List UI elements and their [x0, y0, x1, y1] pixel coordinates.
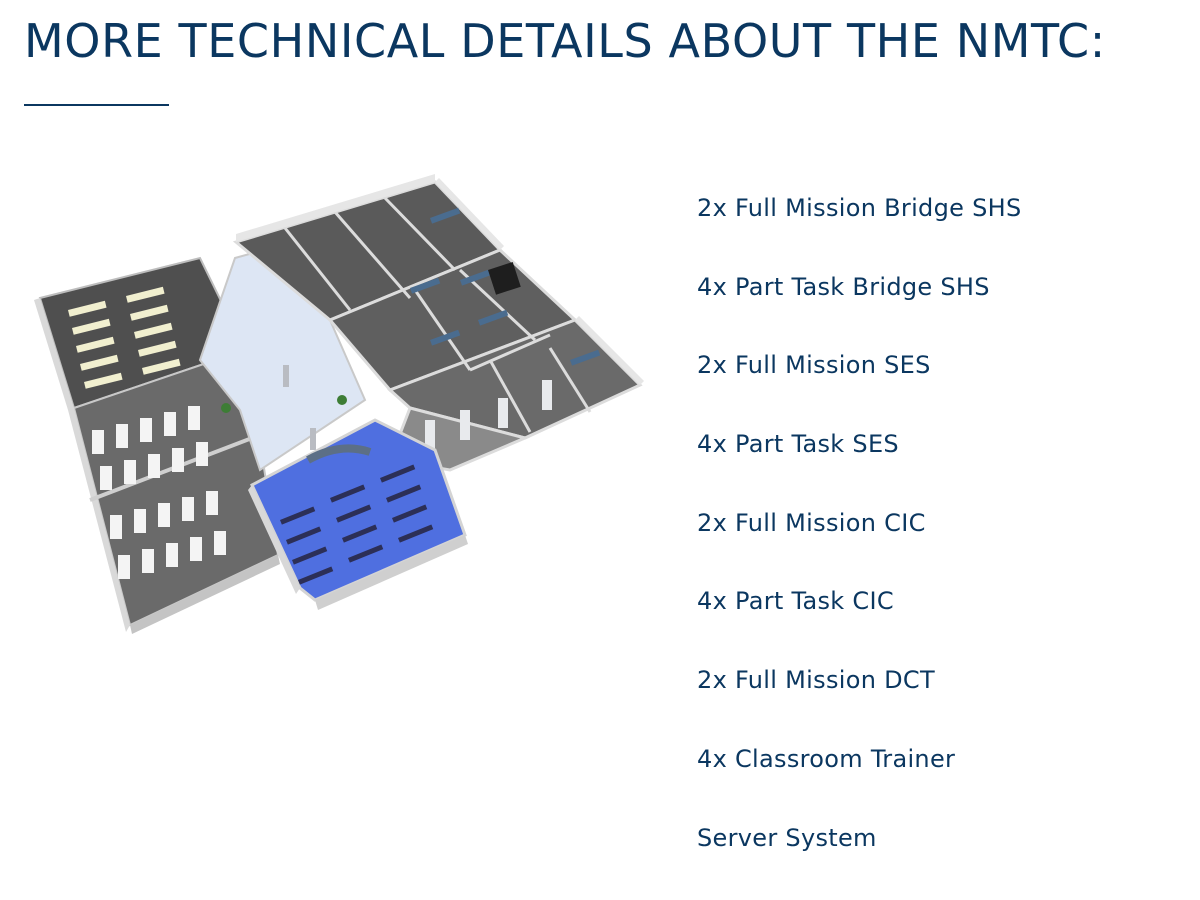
spec-item: 2x Full Mission SES	[697, 349, 1177, 428]
spec-item: 2x Full Mission Bridge SHS	[697, 192, 1177, 271]
spec-item: 4x Part Task Bridge SHS	[697, 271, 1177, 350]
spec-item: 2x Full Mission DCT	[697, 664, 1177, 743]
spec-item: 4x Part Task CIC	[697, 585, 1177, 664]
spec-item: 4x Part Task SES	[697, 428, 1177, 507]
specs-list: 2x Full Mission Bridge SHS 4x Part Task …	[697, 192, 1177, 900]
floor-plan-illustration	[30, 170, 650, 640]
title-underline	[24, 104, 169, 106]
spec-item: 4x Classroom Trainer	[697, 743, 1177, 822]
spec-item: Server System	[697, 822, 1177, 900]
spec-item: 2x Full Mission CIC	[697, 507, 1177, 586]
page-title: MORE TECHNICAL DETAILS ABOUT THE NMTC:	[24, 14, 1106, 68]
